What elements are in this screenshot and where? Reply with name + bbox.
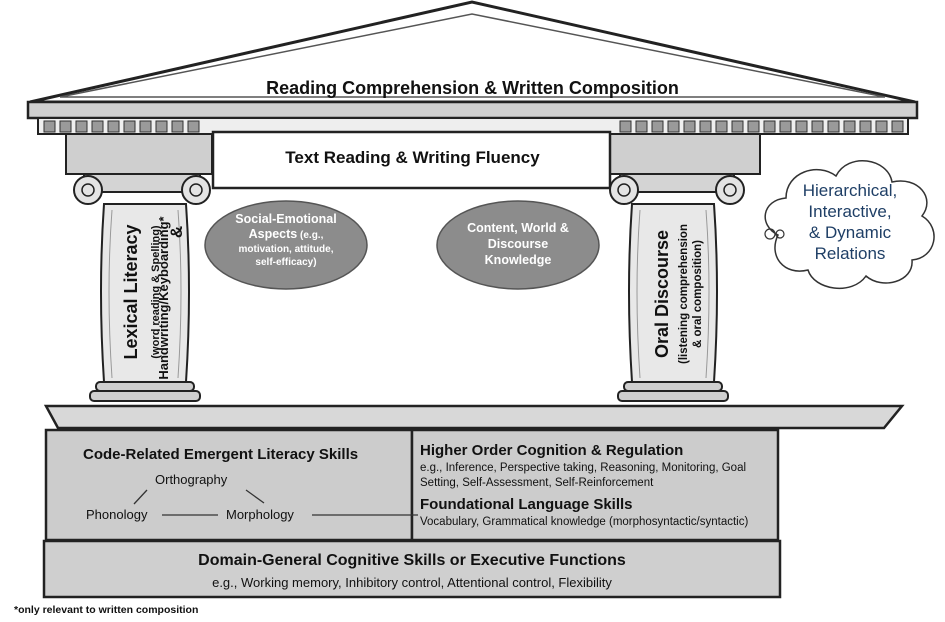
cloud-text: Hierarchical, Interactive, & Dynamic Rel… xyxy=(786,180,914,264)
cornice xyxy=(26,100,919,120)
left-capital xyxy=(73,173,211,205)
cloud-swirls xyxy=(764,228,785,240)
social-line2b: (e.g., xyxy=(297,230,324,241)
code-related-title: Code-Related Emergent Literacy Skills xyxy=(83,446,359,463)
roof-inner xyxy=(59,13,886,98)
content-line1: Content, World & xyxy=(467,221,569,235)
left-pillar-sub2: Handwriting/Keyboarding* xyxy=(156,128,176,468)
connector-ortho-morpho xyxy=(245,489,265,504)
content-knowledge-text: Content, World & Discourse Knowledge xyxy=(442,220,594,268)
domain-general-desc: e.g., Working memory, Inhibitory control… xyxy=(212,575,612,590)
right-pillar-base xyxy=(617,381,729,402)
content-knowledge-oval xyxy=(436,200,600,290)
foundation-right xyxy=(410,428,780,542)
dentils xyxy=(43,120,904,133)
foundational-title: Foundational Language Skills xyxy=(420,496,633,513)
lexical-literacy-title: Lexical Literacy xyxy=(121,224,141,360)
cloud-line2: Interactive, xyxy=(808,202,892,221)
domain-general-title: Domain-General Cognitive Skills or Execu… xyxy=(198,552,626,569)
social-line3: motivation, attitude, xyxy=(238,244,334,255)
handwriting-keyboarding: Handwriting/Keyboarding* xyxy=(156,216,171,380)
social-line4: self-efficacy) xyxy=(255,257,317,268)
higher-order-desc2: Setting, Self-Assessment, Self-Reinforce… xyxy=(420,477,654,489)
fluency-title: Text Reading & Writing Fluency xyxy=(285,148,540,167)
footnote: *only relevant to written composition xyxy=(14,604,199,616)
social-emotional-text: Social-Emotional Aspects (e.g., motivati… xyxy=(210,212,362,269)
left-pillar-amp: & xyxy=(167,225,187,239)
right-capital xyxy=(609,173,745,205)
platform-top xyxy=(43,404,905,430)
foundation-bottom xyxy=(42,539,782,599)
phonology-label: Phonology xyxy=(86,507,148,522)
orthography-label: Orthography xyxy=(155,472,228,487)
social-line2a: Aspects xyxy=(248,227,298,241)
connector-ortho-phono xyxy=(133,489,148,505)
right-pillar-label: Oral Discourse xyxy=(652,144,676,444)
foundational-desc: Vocabulary, Grammatical knowledge (morph… xyxy=(420,516,749,528)
left-pillar-base xyxy=(89,381,201,402)
morphology-label: Morphology xyxy=(226,507,294,522)
right-pillar-sub2: & oral composition) xyxy=(688,144,704,444)
oral-discourse-sub2: & oral composition) xyxy=(692,240,704,348)
content-line3: Knowledge xyxy=(484,253,552,267)
social-emotional-oval xyxy=(204,200,368,290)
higher-order-title: Higher Order Cognition & Regulation xyxy=(420,442,684,459)
roof-title: Reading Comprehension & Written Composit… xyxy=(266,78,679,98)
content-line2: Discourse xyxy=(487,237,549,251)
cloud-line3: & Dynamic xyxy=(808,223,892,242)
fluency-beam xyxy=(211,130,612,190)
social-line1: Social-Emotional xyxy=(235,212,337,226)
cloud-line4: Relations xyxy=(814,244,886,263)
cloud-line1: Hierarchical, xyxy=(802,181,898,200)
cloud-shape xyxy=(764,160,935,290)
higher-order-desc1: e.g., Inference, Perspective taking, Rea… xyxy=(420,462,747,474)
oral-discourse-title: Oral Discourse xyxy=(652,229,672,359)
